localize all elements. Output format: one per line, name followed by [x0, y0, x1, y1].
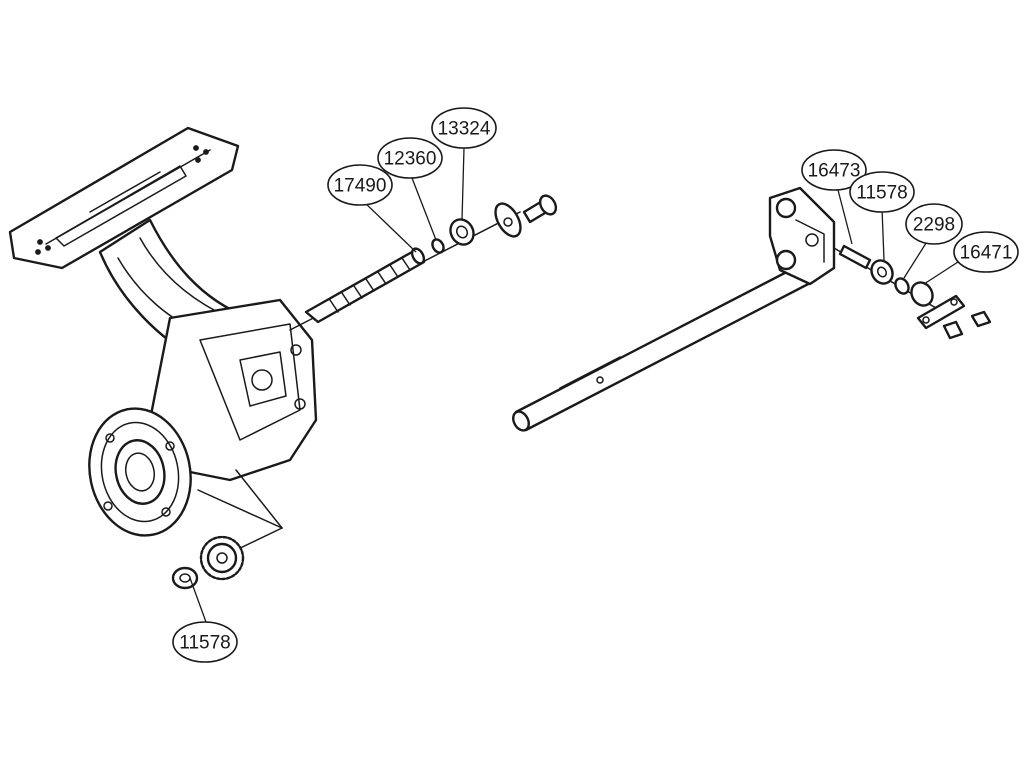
callout-16473: 16473	[801, 149, 867, 191]
washer-right	[894, 277, 910, 295]
callout-17490: 17490	[327, 164, 393, 206]
screw-right-a	[970, 310, 992, 328]
callout-number: 16473	[808, 161, 861, 182]
callout-number: 13324	[438, 119, 491, 140]
callout-11578-right: 11578	[849, 171, 915, 213]
callout-11578-bottom: 11578	[172, 621, 238, 663]
pin-shaft	[838, 244, 872, 270]
reel-body-assembly	[8, 126, 318, 553]
bearing-right	[870, 259, 894, 285]
oscillating-shaft-parts	[289, 194, 558, 331]
leader-lines	[189, 147, 959, 623]
worm-shaft	[304, 250, 426, 324]
ring-right	[910, 281, 934, 307]
callout-number: 12360	[384, 149, 437, 170]
pinion-gear-group	[171, 535, 245, 590]
callout-number: 11578	[856, 183, 907, 204]
o-ring	[431, 238, 445, 254]
callout-13324: 13324	[431, 107, 497, 149]
callout-2298: 2298	[905, 203, 963, 245]
main-shaft	[514, 260, 818, 432]
main-shaft-assembly	[512, 186, 992, 432]
retainer-plate	[494, 202, 522, 238]
callout-number: 16471	[960, 243, 1013, 264]
callout-12360: 12360	[377, 137, 443, 179]
screw-right-b	[942, 320, 964, 340]
callout-16471: 16471	[953, 231, 1019, 273]
bearing-bottom	[171, 566, 199, 590]
callout-number: 11578	[179, 633, 230, 654]
callout-number: 17490	[334, 176, 387, 197]
bearing-left-top	[449, 218, 475, 246]
callout-number: 2298	[913, 215, 955, 236]
